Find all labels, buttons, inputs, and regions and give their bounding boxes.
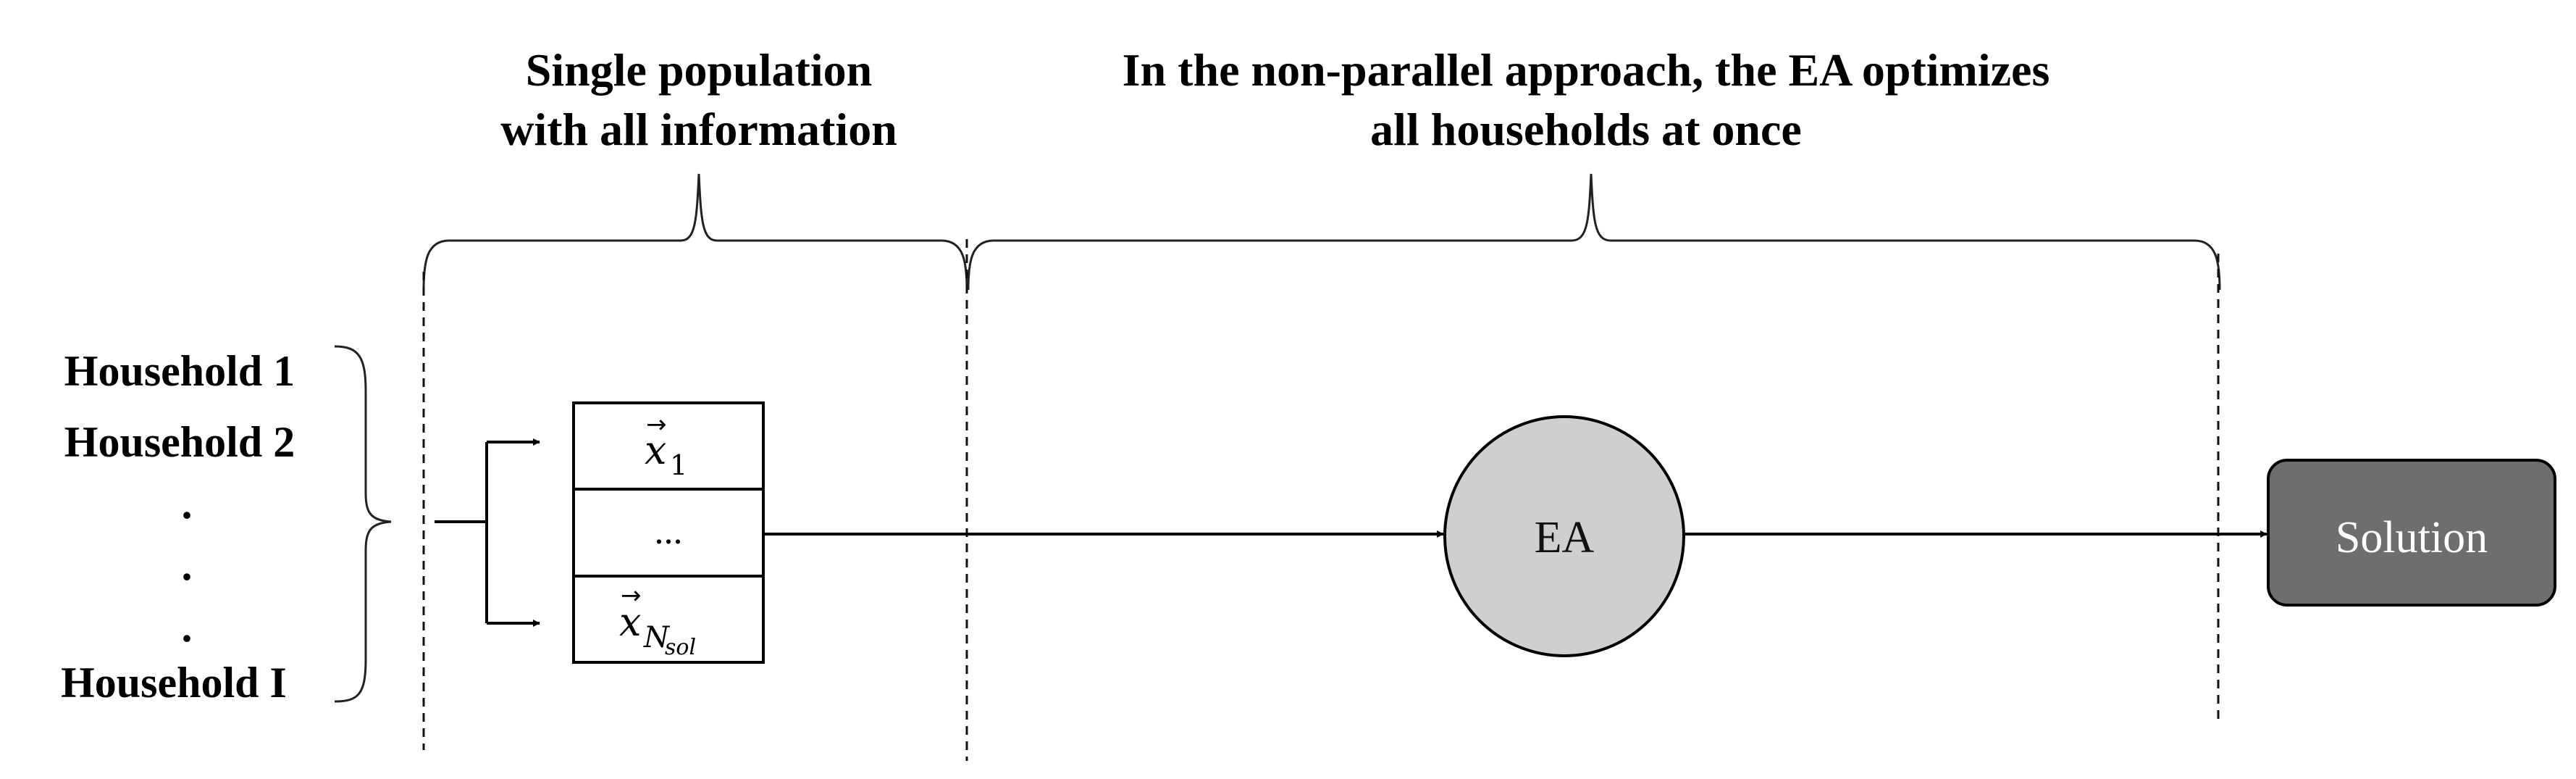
solution-vector-1-subscript: 1	[670, 449, 687, 481]
solution-vector-n-symbol: x	[619, 599, 641, 645]
solution-vector-n-subsubscript: sol	[665, 635, 696, 660]
population-header-line2: with all information	[500, 104, 897, 155]
solution-vector-1-symbol: x	[645, 428, 666, 473]
solution-box	[2267, 459, 2556, 607]
household-brace	[334, 345, 392, 703]
vector-arrow-accent: →	[621, 581, 642, 610]
approach-header-line1: In the non-parallel approach, the EA opt…	[1123, 44, 2050, 96]
population-ellipsis: ...	[655, 511, 683, 552]
ea-label: EA	[1535, 513, 1595, 562]
population-header-line1: Single population	[526, 44, 872, 96]
household-i-label: Household I	[61, 659, 287, 707]
population-brace	[422, 173, 968, 291]
household-2-label: Household 2	[64, 418, 295, 466]
vector-arrow-accent: →	[646, 410, 667, 439]
household-dot-2: .	[182, 541, 193, 589]
solution-vector-n: → x N sol	[619, 581, 696, 660]
solution-vector-1: → x 1	[645, 410, 687, 481]
household-dot-3: .	[182, 603, 193, 651]
solution-vector-n-subscript: N	[643, 621, 671, 654]
approach-header-line2: all households at once	[1370, 104, 1802, 155]
population-box: → x 1 ... → x N sol	[572, 401, 765, 664]
ea-circle	[1443, 415, 1685, 657]
solution-label: Solution	[2336, 513, 2488, 562]
household-1-label: Household 1	[64, 347, 295, 395]
household-dot-1: .	[182, 480, 193, 528]
approach-brace	[967, 173, 2221, 291]
ea-node: EA	[1443, 415, 1685, 657]
solution-node: Solution	[2267, 459, 2556, 607]
